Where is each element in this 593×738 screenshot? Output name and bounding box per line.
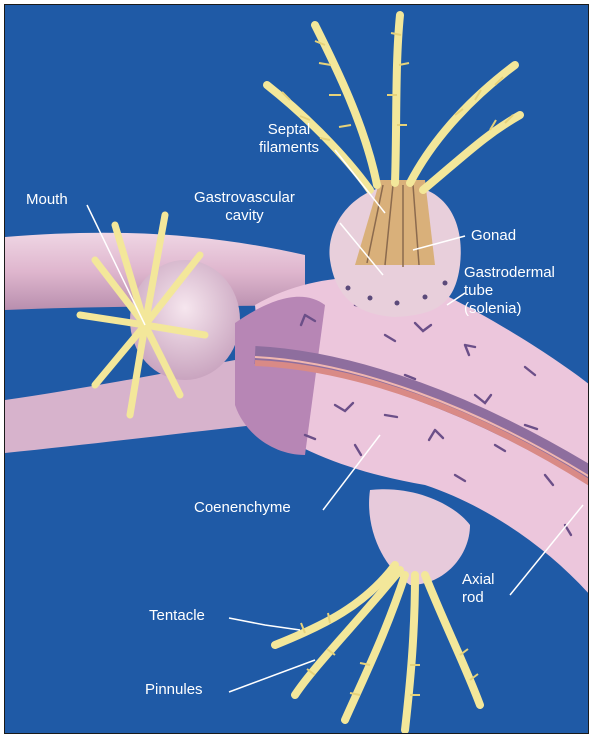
gastrodermal-tube-label: Gastrodermal tube (solenia) bbox=[464, 264, 555, 318]
gonad-label: Gonad bbox=[471, 227, 516, 245]
illustration bbox=[5, 5, 589, 734]
pinnules-label: Pinnules bbox=[145, 681, 203, 699]
lower-tentacles bbox=[275, 565, 480, 730]
coenenchyme-label: Coenenchyme bbox=[194, 499, 291, 517]
lower-polyp bbox=[369, 489, 470, 585]
upper-tentacles bbox=[267, 15, 520, 190]
tentacle-leader bbox=[229, 618, 300, 630]
gastrovascular-cavity-label: Gastrovascular cavity bbox=[194, 189, 295, 225]
mouth-label: Mouth bbox=[26, 191, 68, 209]
tentacle-label: Tentacle bbox=[149, 607, 205, 625]
coral-anatomy-figure: Septal filaments Mouth Gastrovascular ca… bbox=[4, 4, 589, 734]
upper-polyp bbox=[329, 180, 460, 317]
axial-rod-label: Axial rod bbox=[462, 571, 495, 607]
septal-filaments-label: Septal filaments bbox=[259, 121, 319, 157]
